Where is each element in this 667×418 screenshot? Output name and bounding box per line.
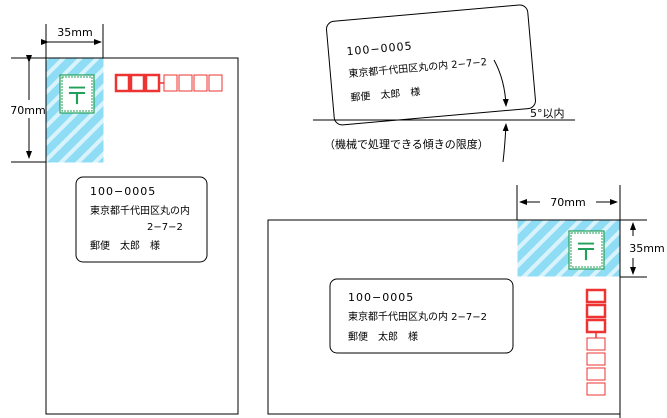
address-line1: 東京都千代田区丸の内 2−7−2: [348, 310, 487, 323]
width-dim-label: 35mm: [57, 26, 92, 39]
tilted-card-illustration: 100−0005 東京都千代田区丸の内 2−7−2 郵便 太郎 様 5°以内 （…: [313, 4, 575, 163]
tilted-card: 100−0005 東京都千代田区丸の内 2−7−2 郵便 太郎 様: [326, 4, 536, 126]
svg-text:〒: 〒: [574, 238, 598, 266]
postcode: 100−0005: [90, 185, 156, 198]
horizontal-envelope: 70mm 35mm 〒 100−0005 東京都千代田区丸の内 2−7−2 郵便…: [267, 185, 665, 418]
postcode: 100−0005: [348, 291, 414, 304]
height-dim-label: 70mm: [10, 104, 45, 117]
address-line2: 2−7−2: [147, 222, 183, 233]
recipient-name: 郵便 太郎 様: [90, 239, 160, 252]
height-dim-label: 35mm: [629, 242, 664, 255]
address-line1: 東京都千代田区丸の内: [90, 204, 190, 217]
vertical-envelope: 35mm 70mm 〒 100−0005 東京都千代田区丸の内 2−7−2 郵便…: [10, 24, 239, 415]
address-box: 100−0005 東京都千代田区丸の内 2−7−2 郵便 太郎 様: [75, 176, 208, 263]
postal-code-boxes: [585, 288, 607, 396]
width-dim-label: 70mm: [550, 196, 585, 209]
angle-label: 5°以内: [530, 106, 565, 120]
postal-code-boxes: [114, 73, 223, 93]
tilt-caption: （機械で処理できる傾きの限度）: [324, 137, 489, 151]
postal-stamp-icon: 〒: [59, 74, 95, 114]
address-box: 100−0005 東京都千代田区丸の内 2−7−2 郵便 太郎 様: [329, 278, 514, 354]
postal-stamp-icon: 〒: [568, 230, 605, 270]
svg-text:〒: 〒: [65, 82, 89, 110]
recipient-name: 郵便 太郎 様: [348, 330, 418, 343]
postcode: 100−0005: [346, 39, 413, 58]
